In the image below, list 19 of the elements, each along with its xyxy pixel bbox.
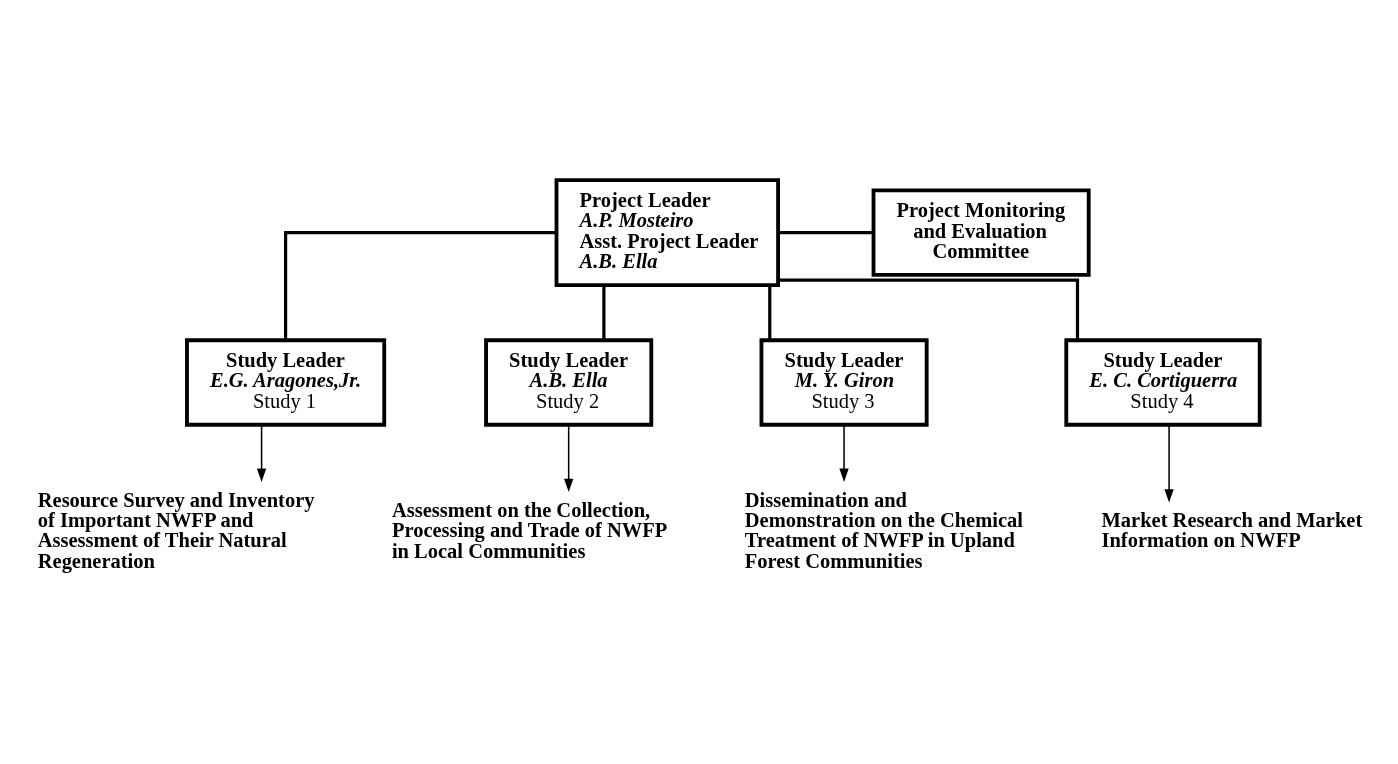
connector	[778, 230, 874, 234]
node-box: Project Leader A.P. Mosteiro Asst. Project Leader A.B. Ella	[554, 177, 780, 287]
node-box: Study Leader M. Y. Giron Study 3	[759, 337, 929, 427]
node-text: Market Research and Market Information on NWFP	[1101, 508, 1363, 551]
arrow	[564, 423, 574, 492]
node-text: Assessment on the Collection, Processing and Trade of NWFP in Local Communities	[391, 498, 668, 562]
node-box: Study Leader A.B. Ella Study 2	[484, 337, 654, 427]
arrow	[256, 423, 267, 482]
arrow	[1164, 423, 1174, 503]
arrow	[839, 423, 849, 482]
node-box: Project Monitoring and Evaluation Committee	[871, 187, 1091, 277]
connector	[768, 284, 772, 340]
node-box: Study Leader E. C. Cortiguerra Study 4	[1064, 337, 1262, 427]
connector	[602, 284, 606, 340]
connector	[284, 230, 557, 340]
connector	[778, 277, 1080, 340]
node-text: Resource Survey and Inventory of Important NWFP and Assessment of Their Natural Regeneration	[37, 487, 315, 572]
node-text: Dissemination and Demonstration on the Chemical Treatment of NWFP in Upland Forest Communities	[744, 487, 1024, 572]
node-box: Study Leader E.G. Aragones,Jr. Study 1	[185, 337, 387, 427]
